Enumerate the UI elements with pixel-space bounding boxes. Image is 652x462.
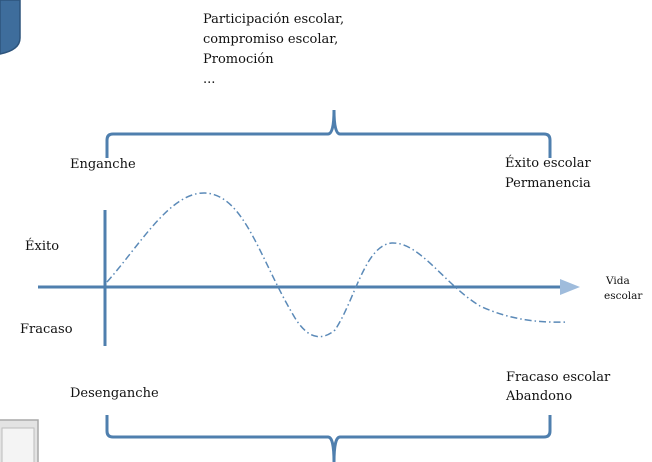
label-exito: Éxito xyxy=(25,239,60,254)
label-permanencia: Permanencia xyxy=(505,176,591,191)
label-abandono: Abandono xyxy=(506,389,573,404)
label-desenganche: Desenganche xyxy=(70,386,159,401)
database-cylinder-icon xyxy=(0,0,21,55)
label-vida: Vida xyxy=(606,275,630,287)
trajectory-curve xyxy=(106,192,569,338)
top-note-line-2: compromiso escolar, xyxy=(203,32,339,47)
computer-monitor-icon xyxy=(0,419,39,462)
label-enganche: Enganche xyxy=(70,157,136,172)
top-note-line-3: Promoción xyxy=(203,52,274,67)
label-fracaso-escolar: Fracaso escolar xyxy=(506,370,611,385)
label-fracaso: Fracaso xyxy=(20,322,73,337)
bottom-brace xyxy=(105,415,552,462)
axis-arrowhead xyxy=(560,279,580,295)
top-note-line-1: Participación escolar, xyxy=(203,12,345,27)
top-note-ellipsis: ... xyxy=(203,72,216,87)
label-exito-escolar: Éxito escolar xyxy=(505,156,591,171)
top-brace xyxy=(105,109,552,158)
label-escolar: escolar xyxy=(604,290,643,302)
